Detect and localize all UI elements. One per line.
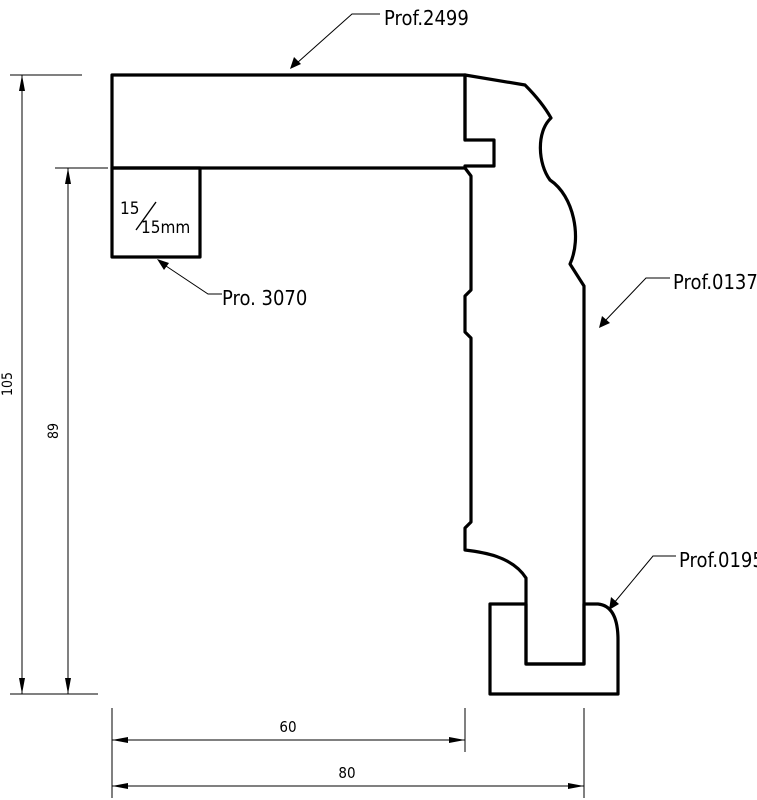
label-pro-3070: Pro. 3070 <box>222 286 307 310</box>
leader-prof-0137-arrowhead <box>599 316 610 328</box>
dim-105-arrow-top <box>19 75 25 91</box>
dim-89-arrow-bottom <box>65 678 71 694</box>
dim-105-arrow-bottom <box>19 678 25 694</box>
dim-89-arrow-top <box>65 168 71 184</box>
leader-pro-3070 <box>162 263 222 295</box>
profile-0137-outline <box>463 73 586 666</box>
profile-3070-outline <box>110 166 202 259</box>
dim-80-value: 80 <box>338 764 355 782</box>
leader-prof-0195-arrowhead <box>609 597 619 610</box>
batten-size-numerator: 15 <box>120 199 139 219</box>
leader-prof-0137 <box>603 277 670 323</box>
leader-pro-3070-arrowhead <box>157 259 169 270</box>
dim-105-value: 105 <box>0 372 16 396</box>
dim-60-value: 60 <box>279 718 296 736</box>
leader-prof-2499-arrowhead <box>290 57 301 69</box>
dim-89-value: 89 <box>46 423 62 439</box>
label-prof-2499: Prof.2499 <box>384 6 469 30</box>
dim-80-arrow-left <box>112 783 128 789</box>
profile-2499-outline <box>110 73 496 170</box>
batten-size-denominator: 15mm <box>141 218 190 238</box>
dim-60-arrow-right <box>449 737 465 743</box>
dim-60-arrow-left <box>112 737 128 743</box>
dim-80-arrow-right <box>568 783 584 789</box>
label-prof-0195: Prof.0195 <box>679 548 757 572</box>
profile-0195-outline <box>488 602 620 696</box>
leader-prof-0195 <box>613 555 676 604</box>
batten-size-slash <box>135 201 157 231</box>
label-prof-0137: Prof.0137 <box>673 270 757 294</box>
leader-prof-2499 <box>296 13 380 64</box>
